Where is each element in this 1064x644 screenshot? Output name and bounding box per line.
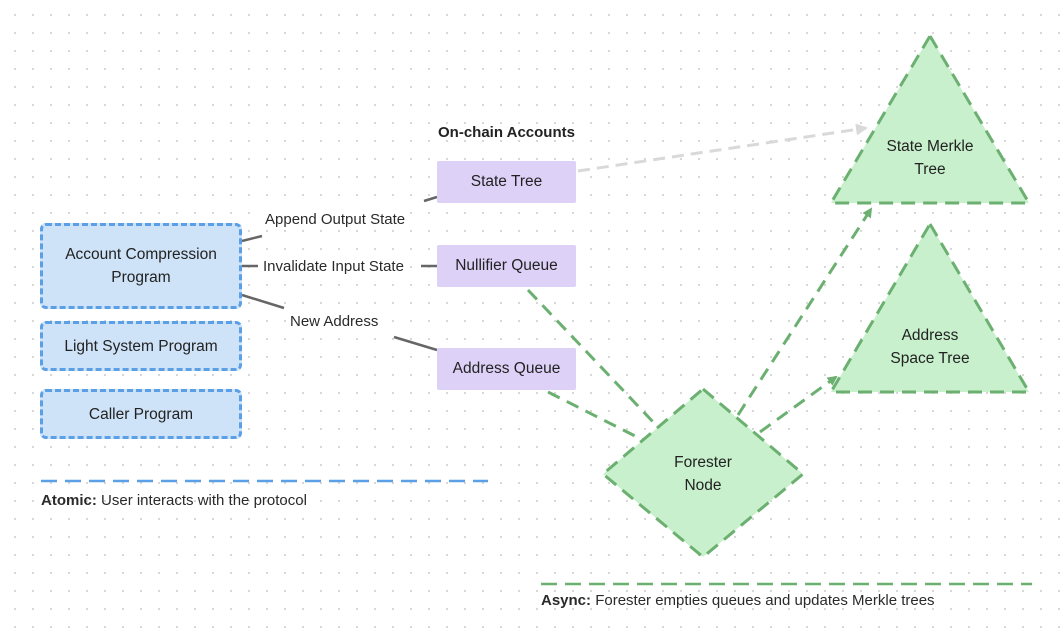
caller-program-label: Caller Program: [88, 405, 194, 423]
forester-node-diamond: [601, 387, 805, 559]
light-system-program-box[interactable]: Light System Program: [40, 321, 242, 371]
address-space-tree-triangle: [829, 222, 1031, 394]
forester-to-address-tree-arrow: [759, 375, 838, 434]
account-compression-program-box[interactable]: Account Compression Program: [40, 223, 242, 309]
invalidate-input-state-label: Invalidate Input State: [260, 257, 407, 276]
new-address-connector-right: [393, 335, 438, 352]
caller-program-box[interactable]: Caller Program: [40, 389, 242, 439]
forester-label-line2: Node: [684, 477, 722, 494]
address-queue-box[interactable]: Address Queue: [437, 348, 576, 390]
state-merkle-tree-triangle: [829, 34, 1031, 205]
nullifier-queue-box[interactable]: Nullifier Queue: [437, 245, 576, 287]
onchain-accounts-heading: On-chain Accounts: [438, 124, 575, 141]
state-merkle-label-line1: State Merkle: [886, 138, 974, 155]
address-space-label-line1: Address: [901, 327, 959, 344]
append-connector-left: [241, 234, 263, 243]
account-compression-label-line1: Account Compression: [65, 246, 217, 263]
new-address-connector-left: [241, 293, 285, 310]
state-merkle-label-line2: Tree: [914, 161, 946, 178]
address-queue-label: Address Queue: [452, 360, 561, 377]
state-merkle-tree-text: State Merkle Tree: [870, 135, 990, 181]
state-tree-to-merkle-arrow: [577, 123, 868, 173]
nullifier-queue-label: Nullifier Queue: [455, 257, 558, 274]
state-tree-label: State Tree: [470, 173, 543, 190]
forester-label-line1: Forester: [674, 454, 732, 471]
atomic-legend-title: Atomic:: [41, 492, 97, 509]
state-tree-box[interactable]: State Tree: [437, 161, 576, 203]
account-compression-label-line2: Program: [111, 269, 171, 286]
atomic-legend: Atomic: User interacts with the protocol: [41, 492, 307, 509]
forester-node-text: Forester Node: [653, 451, 753, 497]
address-space-label-line2: Space Tree: [890, 350, 970, 367]
new-address-label: New Address: [287, 312, 382, 331]
address-space-tree-text: Address Space Tree: [870, 324, 990, 370]
append-connector-right: [423, 195, 438, 203]
append-output-state-label: Append Output State: [262, 210, 409, 229]
nullifier-to-forester-line: [526, 288, 658, 427]
light-system-program-label: Light System Program: [64, 337, 218, 355]
address-queue-to-forester-line: [547, 390, 644, 442]
async-legend-text: Forester empties queues and updates Merk…: [595, 592, 935, 609]
atomic-legend-text: User interacts with the protocol: [101, 492, 307, 509]
async-legend-title: Async:: [541, 592, 592, 609]
async-legend: Async: Forester empties queues and updat…: [541, 592, 935, 609]
